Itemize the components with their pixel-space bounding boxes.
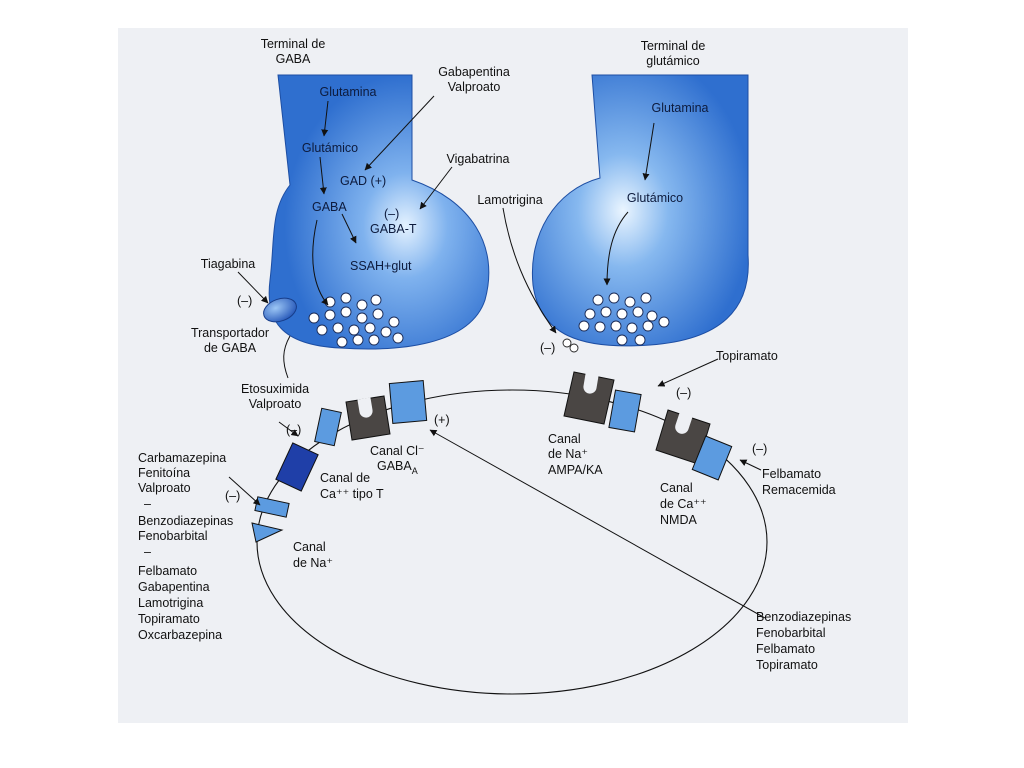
arrows	[228, 95, 766, 619]
nmda-receptor-notch	[675, 412, 693, 434]
ca-t-label-1: Canal de	[320, 471, 370, 485]
na-group-1-2: Valproato	[138, 481, 191, 495]
gaba-gad: GAD (+)	[340, 174, 386, 188]
glut-terminal-title-2: glutámico	[646, 54, 700, 68]
bottom-group-1: Fenobarbital	[756, 626, 826, 640]
tiagabina-minus: (–)	[237, 294, 252, 308]
cl-label-gaba: GABA	[377, 459, 412, 473]
cl-plus: (+)	[434, 413, 450, 427]
ampa-channel	[608, 389, 642, 433]
felbamato-minus: (–)	[752, 442, 767, 456]
na-group-3-3: Topiramato	[138, 612, 200, 626]
drug-vigabatrina: Vigabatrina	[446, 152, 509, 166]
cl-label-sub: A	[412, 466, 418, 476]
drug-felbamato: Felbamato	[762, 467, 821, 481]
gaba-gaba: GABA	[312, 200, 347, 214]
na-group-1-1: Fenitoína	[138, 466, 190, 480]
nmda-channel	[691, 435, 733, 481]
ca-t-channel-light	[314, 407, 342, 447]
gaba-terminal-title-2: GABA	[276, 52, 311, 66]
bottom-group-0: Benzodiazepinas	[756, 610, 851, 624]
na-channel-lower	[251, 522, 284, 543]
na-group-3-2: Lamotrigina	[138, 596, 203, 610]
drug-valproato-top: Valproato	[448, 80, 501, 94]
na-channel-label-1: Canal	[293, 540, 326, 554]
glutamate-terminal	[531, 74, 749, 347]
na-group-3-0: Felbamato	[138, 564, 197, 578]
na-group-2-1: Fenobarbital	[138, 529, 208, 543]
na-dash-2: –	[144, 545, 151, 559]
bottom-group-3: Topiramato	[756, 658, 818, 672]
drug-remacemida: Remacemida	[762, 483, 836, 497]
paper-background	[118, 28, 908, 723]
gaba-terminal	[268, 74, 490, 350]
ampa-label-1: Canal	[548, 432, 581, 446]
released-vesicles	[562, 338, 579, 353]
drug-gabapentina: Gabapentina	[438, 65, 510, 79]
ion-channels	[251, 371, 733, 543]
cl-label-1: Canal Cl⁻	[370, 444, 425, 458]
transporter-label-1: Transportador	[191, 326, 269, 340]
transporter-label-2: de GABA	[204, 341, 257, 355]
gaba-ssah: SSAH+glut	[350, 259, 412, 273]
na-dash-1: –	[144, 497, 151, 511]
na-group-3-4: Oxcarbazepina	[138, 628, 222, 642]
na-group-3-1: Gabapentina	[138, 580, 210, 594]
drug-lamotrigina: Lamotrigina	[477, 193, 542, 207]
na-group-2-0: Benzodiazepinas	[138, 514, 233, 528]
topiramato-minus: (–)	[676, 386, 691, 400]
glut-glutamico: Glutámico	[627, 191, 683, 205]
na-group-1-0: Carbamazepina	[138, 451, 226, 465]
gaba-gaba-t: GABA-T	[370, 222, 417, 236]
nmda-label-2: de Ca⁺⁺	[660, 497, 707, 511]
gaba-glutamina: Glutamina	[320, 85, 377, 99]
glut-glutamina: Glutamina	[652, 101, 709, 115]
gaba-terminal-title-1: Terminal de	[261, 37, 326, 51]
gaba-a-receptor	[345, 395, 391, 441]
na-minus: (–)	[225, 489, 240, 503]
cl-channel	[388, 380, 428, 424]
nmda-label-3: NMDA	[660, 513, 697, 527]
etosuximida-minus: (–)	[286, 423, 301, 437]
gaba-glutamico: Glutámico	[302, 141, 358, 155]
drug-tiagabina: Tiagabina	[201, 257, 255, 271]
gaba-t-minus: (–)	[384, 207, 399, 221]
drug-etosuximida: Etosuximida	[241, 382, 309, 396]
ca-t-channel	[275, 442, 319, 492]
ampa-label-3: AMPA/KA	[548, 463, 603, 477]
drug-topiramato: Topiramato	[716, 349, 778, 363]
glut-terminal-title-1: Terminal de	[641, 39, 706, 53]
glutamate-vesicles	[578, 292, 670, 346]
lamotrigina-minus: (–)	[540, 341, 555, 355]
ca-t-label-2: Ca⁺⁺ tipo T	[320, 487, 384, 501]
na-channel-label-2: de Na⁺	[293, 556, 333, 570]
gaba-transporter	[263, 297, 297, 323]
gaba-a-receptor-notch	[357, 397, 373, 418]
ampa-label-2: de Na⁺	[548, 447, 588, 461]
drug-etosuximida-valproato: Valproato	[249, 397, 302, 411]
nmda-label-1: Canal	[660, 481, 693, 495]
ampa-receptor-notch	[583, 373, 599, 394]
cl-label-2: GABAA	[377, 459, 418, 476]
ampa-receptor	[563, 371, 615, 425]
bottom-group-2: Felbamato	[756, 642, 815, 656]
